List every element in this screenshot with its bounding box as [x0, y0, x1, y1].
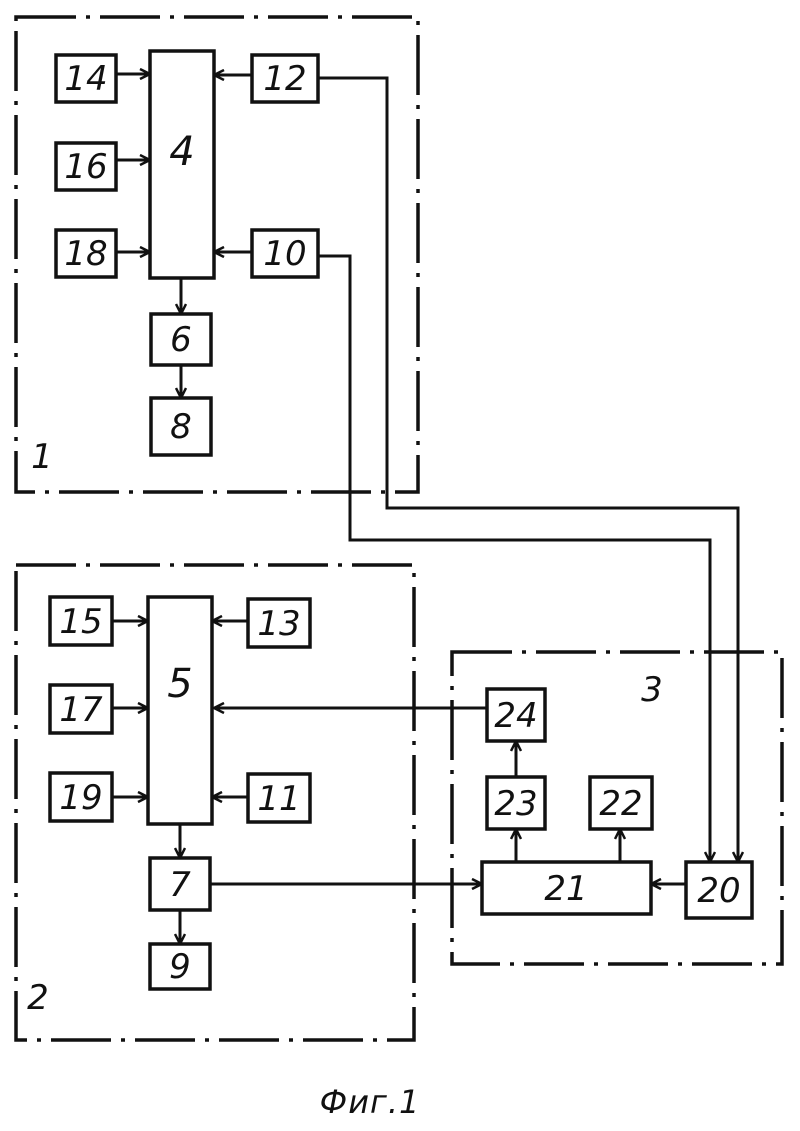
- block-19-label: 19: [59, 778, 102, 818]
- block-8-label: 8: [170, 407, 192, 447]
- block-19: 19: [50, 773, 112, 821]
- group-label-3: 3: [641, 670, 663, 710]
- block-20: 20: [686, 862, 752, 918]
- group-label-2: 2: [27, 978, 49, 1018]
- group-label-1: 1: [31, 437, 53, 477]
- block-6-label: 6: [170, 320, 192, 360]
- wire-10-20: [318, 256, 710, 862]
- block-17-label: 17: [59, 690, 103, 730]
- block-14-label: 14: [64, 59, 107, 99]
- block-18-label: 18: [64, 234, 107, 274]
- block-24: 24: [487, 689, 545, 741]
- wire-12-20: [318, 78, 738, 862]
- block-4-label: 4: [169, 129, 194, 175]
- block-11-label: 11: [257, 779, 300, 819]
- block-12: 12: [252, 55, 318, 102]
- block-5: 5: [148, 597, 212, 824]
- block-24-label: 24: [494, 696, 537, 736]
- block-14: 14: [56, 55, 116, 102]
- block-16: 16: [56, 143, 116, 190]
- block-18: 18: [56, 230, 116, 277]
- block-13: 13: [248, 599, 310, 647]
- block-22: 22: [590, 777, 652, 829]
- block-9: 9: [150, 944, 210, 989]
- block-5-label: 5: [167, 661, 192, 707]
- block-8: 8: [151, 398, 211, 455]
- block-17: 17: [50, 685, 112, 733]
- block-22-label: 22: [599, 784, 642, 824]
- block-11: 11: [248, 774, 310, 822]
- block-15: 15: [50, 597, 112, 645]
- block-20-label: 20: [697, 871, 740, 911]
- block-21-label: 21: [544, 869, 587, 909]
- block-7-label: 7: [169, 865, 191, 905]
- block-23-label: 23: [494, 784, 537, 824]
- block-6: 6: [151, 314, 211, 365]
- block-13-label: 13: [257, 604, 300, 644]
- block-12-label: 12: [263, 59, 306, 99]
- block-23: 23: [487, 777, 545, 829]
- block-16-label: 16: [64, 147, 107, 187]
- block-21: 21: [482, 862, 651, 914]
- block-10-label: 10: [263, 234, 306, 274]
- block-7: 7: [150, 858, 210, 910]
- block-10: 10: [252, 230, 318, 277]
- block-4: 4: [150, 51, 214, 278]
- block-15-label: 15: [59, 602, 102, 642]
- figure-caption: Фиг.1: [320, 1083, 421, 1121]
- block-9-label: 9: [169, 947, 191, 987]
